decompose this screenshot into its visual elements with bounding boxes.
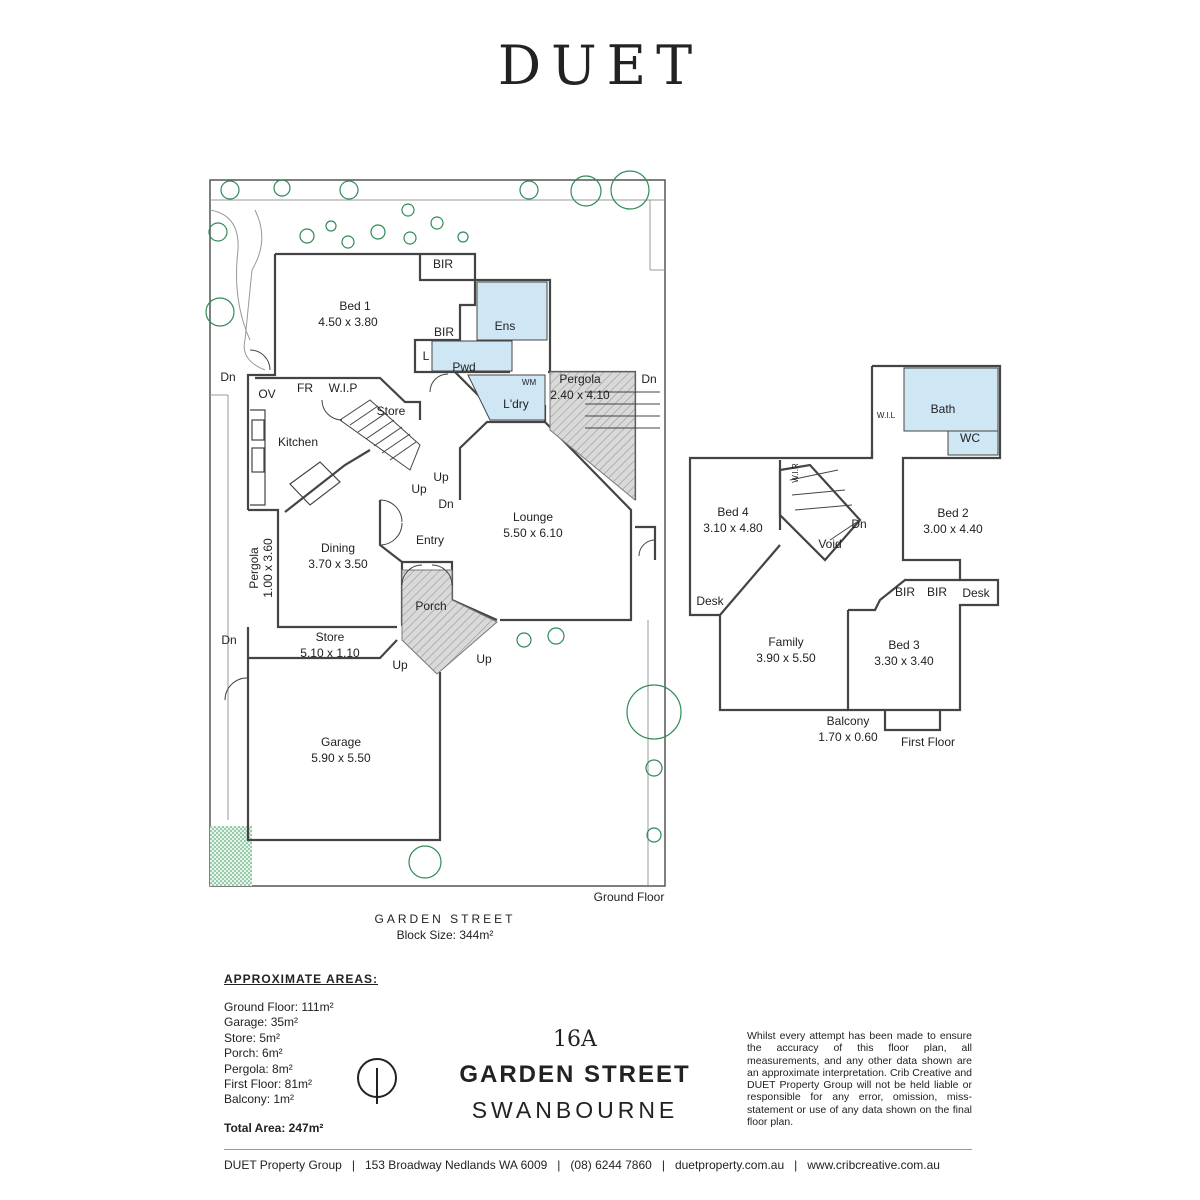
wc-label: WC: [960, 431, 980, 445]
lounge-label: Lounge: [513, 510, 553, 524]
street-name: GARDEN STREET: [374, 912, 516, 926]
bed4-label: Bed 4: [717, 505, 749, 519]
area-item: Ground Floor: 111m²: [224, 1000, 334, 1014]
dining-label: Dining: [321, 541, 355, 555]
ens-label: Ens: [495, 319, 516, 333]
wm-label: WM: [522, 378, 537, 387]
up3-label: Up: [392, 658, 408, 672]
compass-icon: [357, 1058, 397, 1104]
disclaimer: Whilst every attempt has been made to en…: [747, 1030, 972, 1129]
bed4-size: 3.10 x 4.80: [703, 521, 763, 535]
kitchen-label: Kitchen: [278, 435, 318, 449]
bed3-size: 3.30 x 3.40: [874, 654, 934, 668]
linen-label: L: [423, 349, 430, 363]
laundry-label: L'dry: [503, 397, 529, 411]
footer-website[interactable]: duetproperty.com.au: [674, 1158, 785, 1172]
area-item: Store: 5m²: [224, 1030, 281, 1045]
garden-trees: [205, 170, 682, 879]
fridge-label: FR: [297, 381, 313, 395]
bed2-label: Bed 2: [937, 506, 969, 520]
areas-list: Ground Floor: 111m² Garage: 35m² Store: …: [224, 1000, 334, 1108]
footer-phone[interactable]: (08) 6244 7860: [570, 1158, 652, 1172]
pergola2-size: 1.00 x 3.60: [261, 538, 275, 598]
area-item: Porch: 6m²: [224, 1046, 283, 1061]
wir-label-group: W.I.R: [791, 463, 800, 483]
lounge-size: 5.50 x 6.10: [503, 526, 563, 540]
ground-floor-title: Ground Floor: [594, 890, 665, 904]
door-swings: [224, 349, 656, 701]
areas-heading: APPROXIMATE AREAS:: [224, 972, 379, 986]
up2-label: Up: [411, 482, 427, 496]
family-label: Family: [768, 635, 803, 649]
garage-label: Garage: [321, 735, 361, 749]
address-number: 16A: [553, 1027, 597, 1052]
bed2-size: 3.00 x 4.40: [923, 522, 983, 536]
dn2-label: Dn: [220, 370, 235, 384]
pwd-label: Pwd: [452, 360, 475, 374]
footer-address: 153 Broadway Nedlands WA 6009: [364, 1158, 548, 1172]
bed1-label: Bed 1: [339, 299, 371, 313]
area-item: Pergola: 8m²: [224, 1061, 293, 1076]
porch-label: Porch: [415, 599, 446, 613]
wip-label: W.I.P: [329, 381, 358, 395]
pergola2-label: Pergola: [247, 547, 261, 589]
garage-size: 5.90 x 5.50: [311, 751, 371, 765]
bir1-label: BIR: [433, 257, 453, 271]
wet-areas: [431, 281, 999, 456]
pergola2-labels: Pergola 1.00 x 3.60: [247, 538, 275, 598]
pergola1-label: Pergola: [559, 372, 601, 386]
family-size: 3.90 x 5.50: [756, 651, 816, 665]
desk2-label: Desk: [962, 586, 990, 600]
area-item: Balcony: 1m²: [224, 1092, 295, 1107]
first-floor-walls: [688, 364, 1002, 732]
brand-logo: DUET: [497, 34, 703, 97]
first-floor-stairs: [789, 469, 861, 541]
store1-label: Store: [377, 404, 406, 418]
lawn-area: [210, 826, 252, 886]
first-floor-labels: W.I.L Bath WC Bed 4 3.10 x 4.80 Dn Void …: [696, 402, 990, 749]
ground-stairs: [339, 391, 660, 471]
total-area: Total Area: 247m²: [224, 1121, 324, 1135]
dining-size: 3.70 x 3.50: [308, 557, 368, 571]
wir-label: W.I.R: [791, 463, 800, 483]
area-item: Garage: 35m²: [224, 1015, 299, 1030]
entry-label: Entry: [416, 533, 444, 547]
area-item: First Floor: 81m²: [224, 1077, 313, 1092]
footer: DUET Property Group|153 Broadway Nedland…: [224, 1158, 940, 1172]
site-boundary: [209, 179, 666, 887]
store2-size: 5.10 x 1.10: [300, 646, 360, 660]
dn5-label: Dn: [851, 517, 866, 531]
store2-label: Store: [316, 630, 345, 644]
footer-company: DUET Property Group: [224, 1158, 342, 1172]
bed1-size: 4.50 x 3.80: [318, 315, 378, 329]
void-label: Void: [818, 537, 841, 551]
balcony-label: Balcony: [827, 714, 870, 728]
address-street: GARDEN STREET: [459, 1061, 691, 1088]
kitchen-bench: [250, 409, 341, 506]
oven-label: OV: [258, 387, 275, 401]
up1-label: Up: [433, 470, 449, 484]
bir3-label: BIR: [895, 585, 915, 599]
ground-floor-labels: Bed 1 4.50 x 3.80 BIR BIR Ens L Pwd OV F…: [220, 257, 664, 904]
pergola1-size: 2.40 x 4.10: [550, 388, 610, 402]
dn3-label: Dn: [438, 497, 453, 511]
first-floor-title: First Floor: [901, 735, 955, 749]
address-suburb: SWANBOURNE: [471, 1097, 679, 1123]
block-size: Block Size: 344m²: [396, 928, 494, 942]
footer-divider: [224, 1149, 972, 1150]
wil-label: W.I.L: [877, 411, 896, 420]
bed3-label: Bed 3: [888, 638, 920, 652]
desk1-label: Desk: [696, 594, 724, 608]
dn1-label: Dn: [641, 372, 656, 386]
bir4-label: BIR: [927, 585, 947, 599]
bath-label: Bath: [931, 402, 956, 416]
balcony-size: 1.70 x 0.60: [818, 730, 878, 744]
up4-label: Up: [476, 652, 492, 666]
footer-credit[interactable]: www.cribcreative.com.au: [807, 1158, 940, 1172]
bir2-label: BIR: [434, 325, 454, 339]
dn4-label: Dn: [221, 633, 236, 647]
